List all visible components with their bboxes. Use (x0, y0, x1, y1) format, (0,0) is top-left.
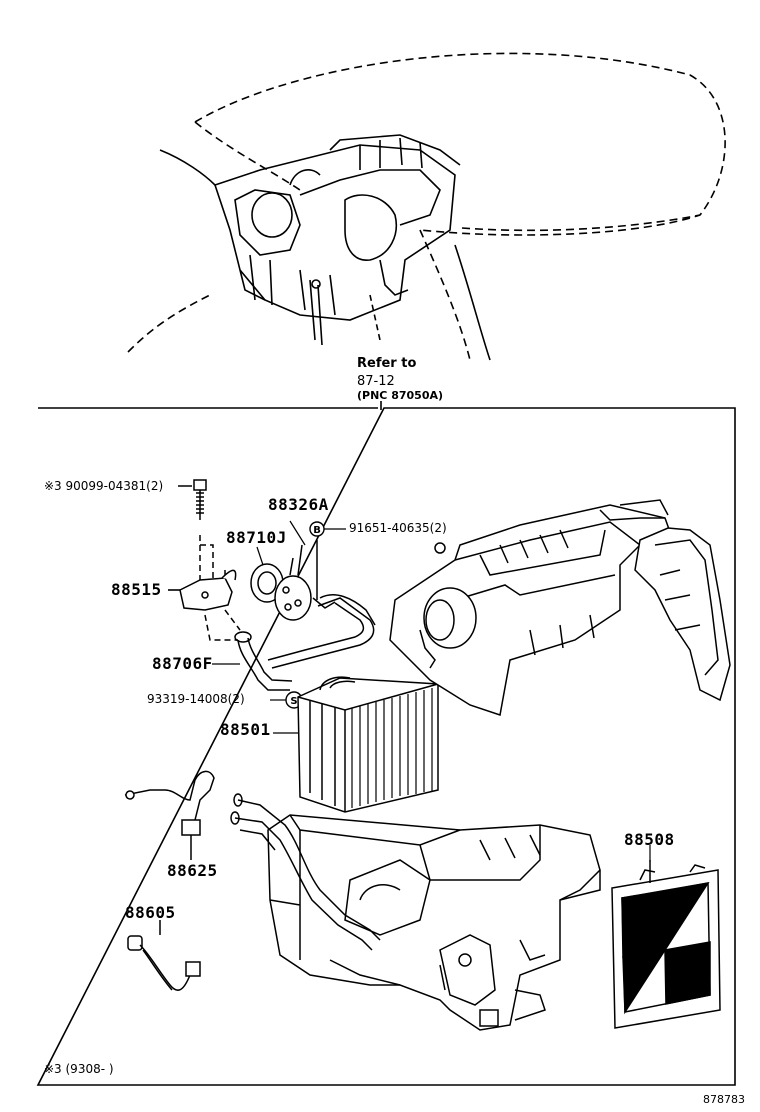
reference-line-2: 87-12 (357, 374, 395, 389)
part-label-91651: 91651-40635(2) (349, 521, 447, 535)
reference-line-3: (PNC 87050A) (357, 389, 444, 402)
heater-unit-case (267, 814, 601, 1031)
part-label-88515: 88515 (111, 580, 162, 599)
expansion-valve-88515 (168, 569, 237, 611)
sensor-harness-88605 (127, 920, 201, 991)
diagram-id: 878783 (703, 1093, 745, 1106)
footnote: ※3 (9308- ) (44, 1062, 114, 1076)
part-label-bolt: ※3 90099-04381(2) (44, 479, 164, 493)
reference-line-1: Refer to (357, 356, 417, 371)
cooler-pipe-88706f (234, 594, 376, 691)
assembly-frame (36, 401, 736, 1086)
side-duct-panel (634, 527, 731, 702)
svg-text:B: B (313, 525, 321, 536)
part-label-88326a: 88326A (268, 495, 329, 514)
svg-text:S: S (290, 696, 297, 707)
part-label-88706f: 88706F (152, 654, 213, 673)
evaporator-fins (351, 688, 433, 808)
part-label-88710j: 88710J (226, 528, 287, 547)
heater-pipes (230, 793, 381, 951)
evaporator-88501 (297, 676, 439, 813)
bolt-hardware (178, 479, 241, 641)
air-duct-assembly (389, 499, 671, 716)
b-marker: B (309, 521, 346, 537)
thermistor-88625 (124, 770, 215, 860)
part-label-88508: 88508 (624, 830, 675, 849)
s-marker: S (270, 691, 303, 709)
dashboard-overview-illustration (127, 52, 726, 361)
o-ring-fittings (250, 540, 318, 621)
part-label-93319: 93319-14008(2) (147, 692, 245, 706)
part-label-88625: 88625 (167, 861, 218, 880)
part-label-88605: 88605 (125, 903, 176, 922)
label-leaders (168, 520, 651, 862)
part-label-88501: 88501 (220, 720, 271, 739)
air-filter-88508 (611, 860, 721, 1029)
